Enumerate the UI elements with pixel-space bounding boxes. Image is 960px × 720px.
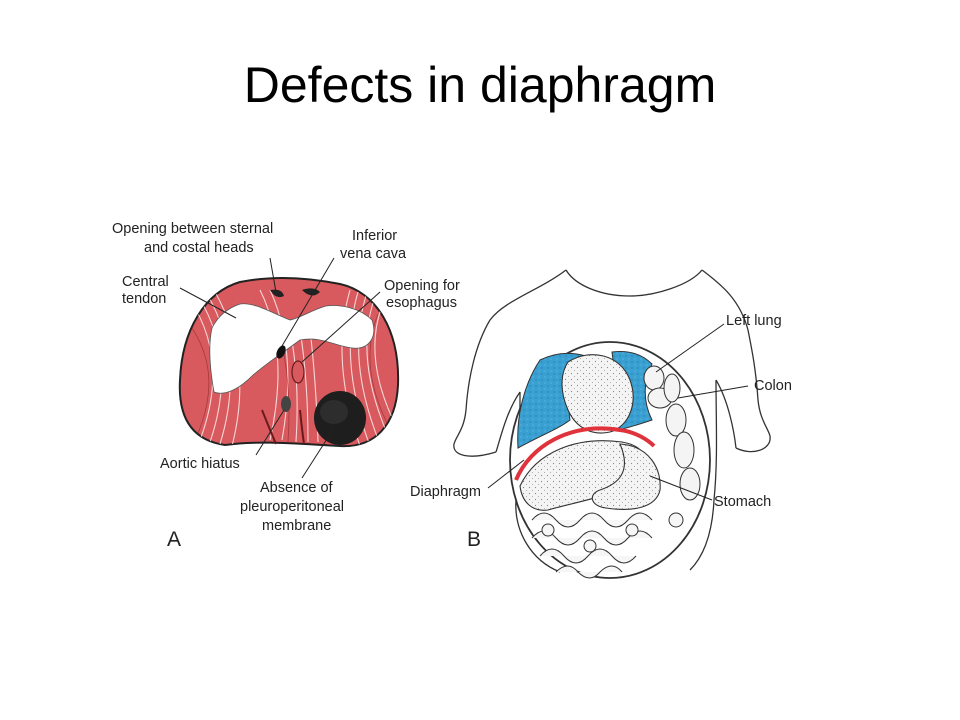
- aortic-hiatus-opening: [281, 396, 291, 412]
- label-ivc-line1: Inferior: [352, 228, 397, 244]
- small-intestine: [531, 512, 684, 579]
- label-aortic-hiatus: Aortic hiatus: [160, 456, 240, 472]
- defect-shading: [320, 400, 348, 424]
- panel-b-letter: B: [467, 528, 481, 551]
- panel-a-letter: A: [167, 528, 181, 551]
- leader-stomach: [649, 475, 713, 501]
- diaphragm-line: [514, 426, 656, 481]
- label-diaphragm: Diaphragm: [410, 484, 481, 500]
- label-absence-line2: pleuroperitoneal: [240, 499, 344, 515]
- ivc-opening: [276, 345, 286, 359]
- label-sternocostal-line2: and costal heads: [144, 240, 254, 256]
- label-esophagus-line2: esophagus: [386, 295, 457, 311]
- leader-colon: [677, 385, 749, 399]
- panel-a-diaphragm-diagram: Opening between sternal and costal heads…: [112, 221, 460, 551]
- leader-diaphragm: [487, 459, 525, 489]
- sternocostal-opening-left: [270, 289, 284, 298]
- right-crus: [261, 409, 277, 445]
- central-tendon: [209, 303, 375, 394]
- leader-sternocostal: [269, 257, 277, 293]
- label-absence-line3: membrane: [262, 518, 331, 534]
- panel-b-hernia-diagram: Left lung Colon Diaphragm Stomach B: [410, 269, 792, 579]
- slide-title: Defects in diaphragm: [243, 57, 717, 113]
- label-colon: Colon: [754, 378, 792, 394]
- label-absence-line1: Absence of: [260, 480, 334, 496]
- leader-absence-membrane: [301, 427, 335, 479]
- left-arm-stub: [453, 391, 521, 457]
- leader-esophagus: [301, 291, 381, 363]
- torso-outline: [453, 269, 771, 445]
- label-esophagus-line1: Opening for: [384, 278, 460, 294]
- herniated-colon: [643, 365, 701, 501]
- leader-left-lung: [655, 323, 725, 373]
- leader-aortic-hiatus: [255, 409, 285, 456]
- label-left-lung: Left lung: [726, 313, 782, 329]
- label-central-tendon-line1: Central: [122, 274, 169, 290]
- label-ivc-line2: vena cava: [340, 246, 407, 262]
- left-crus: [299, 409, 305, 445]
- label-stomach: Stomach: [714, 494, 771, 510]
- label-sternocostal-line1: Opening between sternal: [112, 221, 273, 237]
- label-central-tendon-line2: tendon: [122, 291, 166, 307]
- esophageal-opening: [291, 360, 305, 384]
- leader-ivc: [281, 257, 335, 347]
- right-arm-stub: [715, 379, 771, 453]
- stomach: [591, 443, 661, 510]
- leader-central-tendon: [179, 287, 237, 319]
